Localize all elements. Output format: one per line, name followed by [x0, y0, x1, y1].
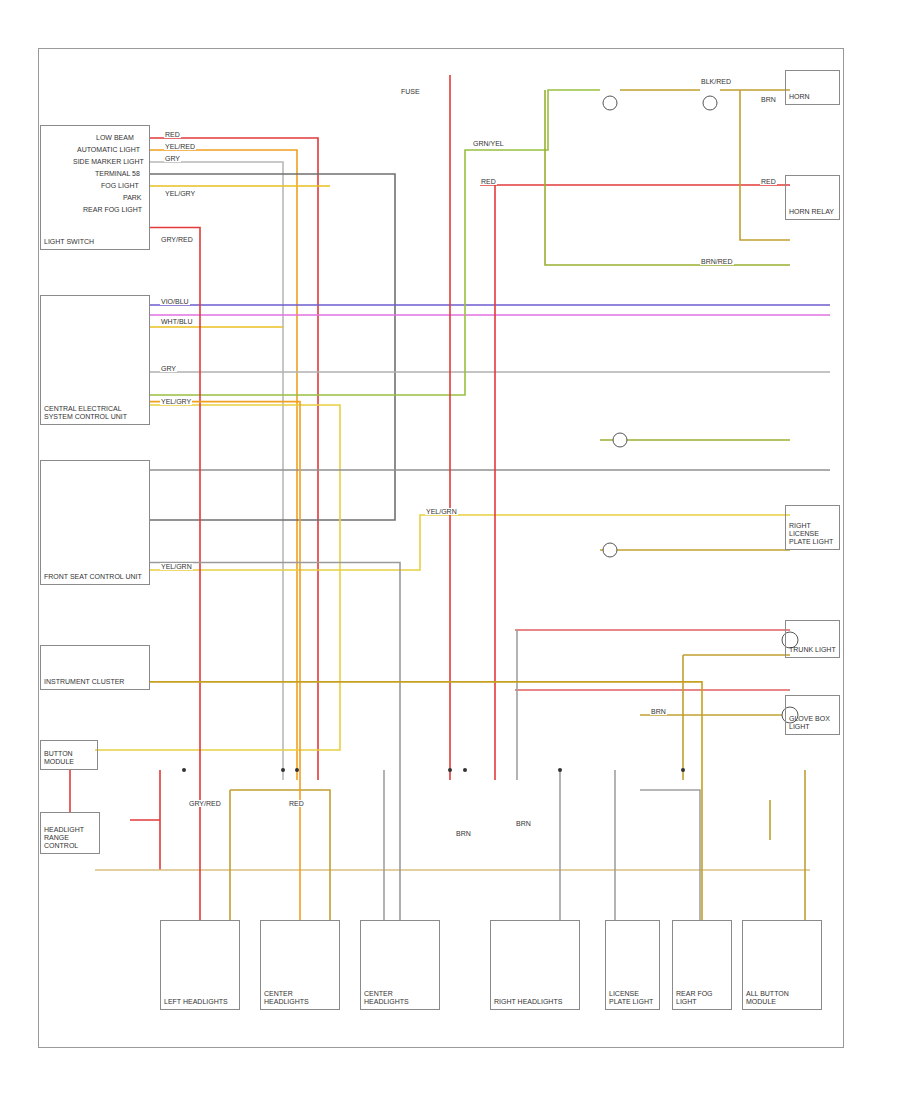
wire-label: RED — [480, 178, 497, 185]
component-box: TRUNK LIGHT — [785, 620, 840, 658]
component-name: HORN RELAY — [789, 208, 836, 216]
component-box: CENTER HEADLIGHTS — [260, 920, 340, 1010]
wire-connector — [69, 770, 71, 812]
component-box: BUTTON MODULE — [40, 740, 98, 770]
component-box: LEFT HEADLIGHTS — [160, 920, 240, 1010]
component-box: CENTER HEADLIGHTS — [360, 920, 440, 1010]
wire-label: YEL/RED — [164, 143, 196, 150]
wire-label: RED — [164, 131, 181, 138]
wire-label: FOG LIGHT — [100, 182, 140, 189]
component-box: RIGHT LICENSE PLATE LIGHT — [785, 505, 840, 550]
wire-label: SIDE MARKER LIGHT — [72, 158, 145, 165]
component-box: CENTRAL ELECTRICAL SYSTEM CONTROL UNIT — [40, 295, 150, 425]
component-name: HORN — [789, 93, 836, 101]
wire-label: RED — [760, 178, 777, 185]
component-name: BUTTON MODULE — [44, 750, 94, 766]
wire-label: BRN — [515, 820, 532, 827]
wire-label: REAR FOG LIGHT — [82, 206, 143, 213]
wire-label: BRN/RED — [700, 258, 734, 265]
wire-label: GRY/RED — [188, 800, 222, 807]
component-name: TRUNK LIGHT — [789, 646, 836, 654]
wire-label: YEL/GRN — [425, 508, 458, 515]
wire-connector — [150, 563, 400, 921]
wire-label: FUSE — [400, 88, 421, 95]
wire-label: GRY — [160, 365, 177, 372]
diagram-frame — [38, 48, 844, 1048]
component-name: RIGHT HEADLIGHTS — [494, 998, 576, 1006]
wire-label: VIO/BLU — [160, 298, 190, 305]
wire-label: GRN/YEL — [472, 140, 505, 147]
wire-label: GRY/RED — [160, 236, 194, 243]
wire-label: BRN — [650, 708, 667, 715]
component-box: HORN RELAY — [785, 175, 840, 220]
component-box: HORN — [785, 70, 840, 105]
wire-label: BLK/RED — [700, 78, 732, 85]
wire-connector — [150, 228, 200, 921]
component-name: FRONT SEAT CONTROL UNIT — [44, 573, 146, 581]
wire-label: LOW BEAM — [95, 134, 135, 141]
component-name: INSTRUMENT CLUSTER — [44, 678, 146, 686]
wire-label: YEL/GRY — [164, 190, 196, 197]
component-box: LIGHT SWITCH — [40, 125, 150, 250]
wire-label: WHT/BLU — [160, 318, 194, 325]
wire-label: BRN — [760, 96, 777, 103]
component-name: REAR FOG LIGHT — [676, 990, 728, 1006]
component-box: RIGHT HEADLIGHTS — [490, 920, 580, 1010]
component-box: ALL BUTTON MODULE — [742, 920, 822, 1010]
component-name: CENTRAL ELECTRICAL SYSTEM CONTROL UNIT — [44, 405, 146, 421]
component-box: HEADLIGHT RANGE CONTROL — [40, 812, 100, 854]
component-name: LIGHT SWITCH — [44, 238, 146, 246]
wire-label: RED — [288, 800, 305, 807]
component-name: CENTER HEADLIGHTS — [264, 990, 336, 1006]
component-name: HEADLIGHT RANGE CONTROL — [44, 826, 96, 850]
component-name: GLOVE BOX LIGHT — [789, 715, 836, 731]
component-box: REAR FOG LIGHT — [672, 920, 732, 1010]
wire-connector — [150, 682, 702, 920]
component-name: CENTER HEADLIGHTS — [364, 990, 436, 1006]
component-name: RIGHT LICENSE PLATE LIGHT — [789, 522, 836, 546]
component-box: INSTRUMENT CLUSTER — [40, 645, 150, 690]
component-box: FRONT SEAT CONTROL UNIT — [40, 460, 150, 585]
wire-label: PARK — [122, 194, 143, 201]
component-name: LEFT HEADLIGHTS — [164, 998, 236, 1006]
wire-label: YEL/GRN — [160, 563, 193, 570]
component-name: LICENSE PLATE LIGHT — [609, 990, 656, 1006]
component-box: LICENSE PLATE LIGHT — [605, 920, 660, 1010]
wire-label: BRN — [455, 830, 472, 837]
wire-connector — [150, 402, 300, 920]
component-box: GLOVE BOX LIGHT — [785, 695, 840, 735]
wire-label: AUTOMATIC LIGHT — [76, 146, 141, 153]
wire-label: YEL/GRY — [160, 398, 192, 405]
wire-label: TERMINAL 58 — [94, 170, 141, 177]
wire-label: GRY — [164, 155, 181, 162]
component-name: ALL BUTTON MODULE — [746, 990, 818, 1006]
